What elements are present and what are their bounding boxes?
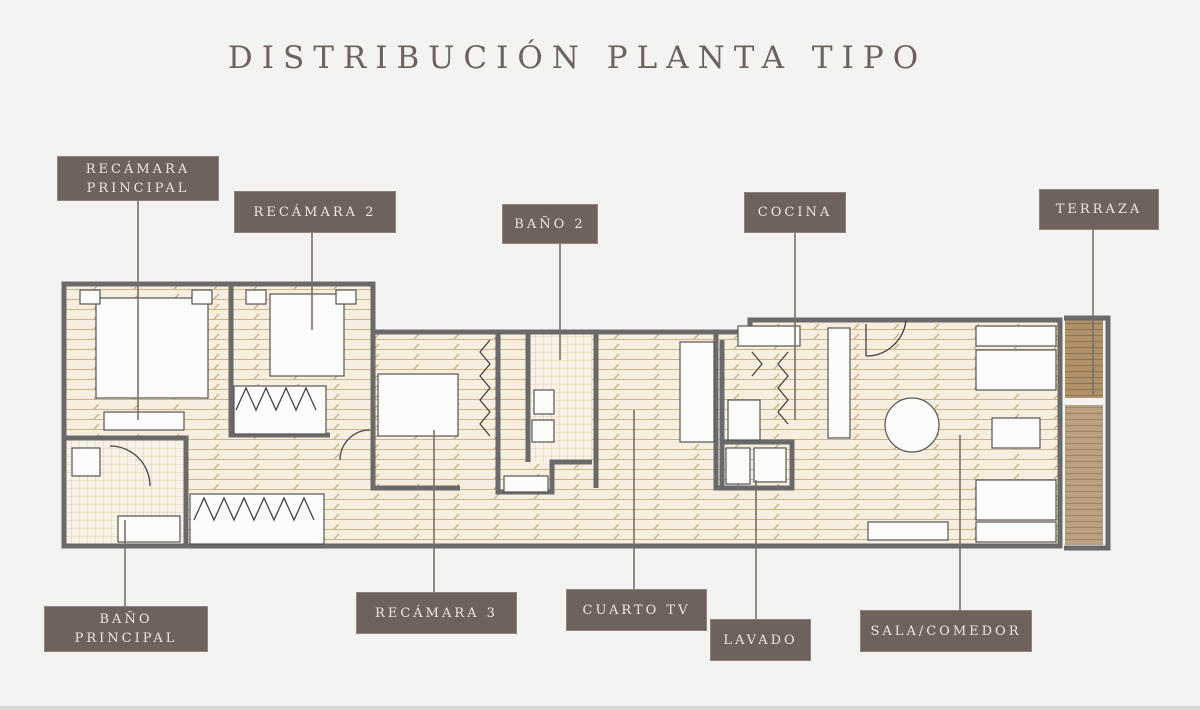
- bed-3: [377, 373, 459, 437]
- terrace-deck: [1065, 320, 1103, 398]
- leader-lines: [124, 200, 1094, 620]
- washer: [753, 447, 787, 483]
- label-sala-comedor: SALA/COMEDOR: [861, 611, 1031, 651]
- bed-2: [269, 293, 345, 377]
- bed-principal: [95, 297, 209, 399]
- kitchen-island: [827, 327, 851, 439]
- divider: [0, 706, 1200, 710]
- sofa-2: [975, 479, 1057, 521]
- walls: [61, 281, 1111, 551]
- label-recamara-principal: RECÁMARA PRINCIPAL: [58, 157, 218, 200]
- stove: [737, 325, 801, 347]
- label-bano-2: BAÑO 2: [503, 205, 597, 243]
- label-recamara-2: RECÁMARA 2: [235, 192, 395, 232]
- dining-table: [884, 397, 940, 453]
- toilet-2: [533, 389, 555, 415]
- label-recamara-3: RECÁMARA 3: [357, 593, 516, 633]
- sink-principal: [117, 515, 181, 543]
- label-terraza: TERRAZA: [1040, 190, 1158, 229]
- furniture: [71, 289, 1057, 545]
- sofa-1: [975, 349, 1057, 391]
- sofa-tv: [679, 341, 715, 443]
- label-lavado: LAVADO: [711, 620, 810, 660]
- label-bano-principal: BAÑO PRINCIPAL: [45, 607, 207, 651]
- label-cuarto-tv: CUARTO TV: [567, 590, 706, 630]
- page-title: DISTRIBUCIÓN PLANTA TIPO: [227, 40, 928, 76]
- toilet-principal: [71, 447, 101, 477]
- label-cocina: COCINA: [745, 193, 845, 232]
- closet-doors: [109, 319, 907, 522]
